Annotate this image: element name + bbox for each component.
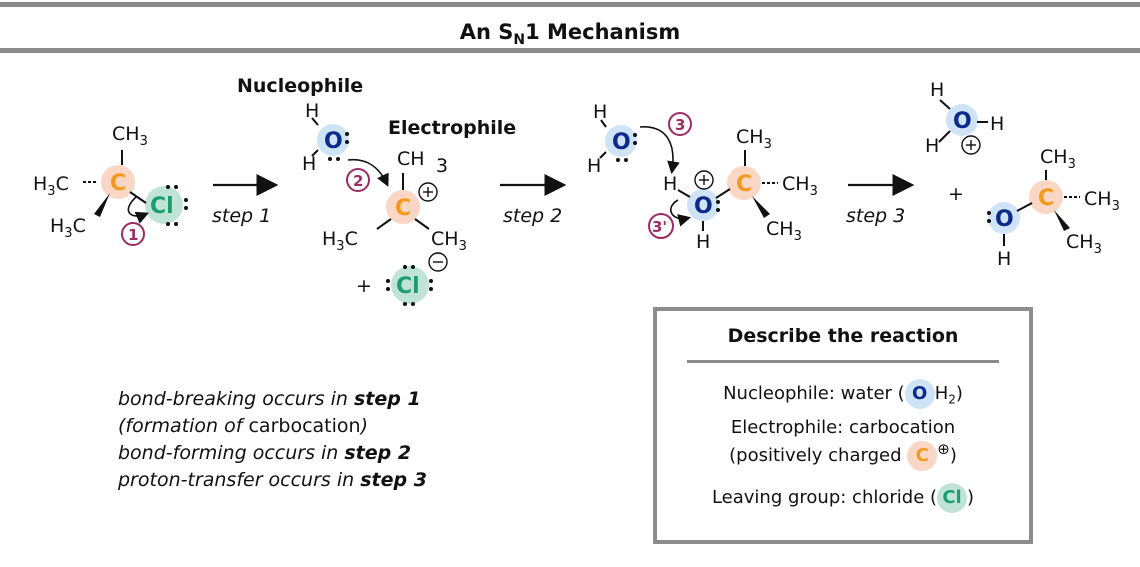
svg-text:C: C [395, 196, 411, 221]
panel-leaving-group: Leaving group: chloride (Cl) [657, 483, 1029, 513]
page-title: An SN1 Mechanism [459, 20, 681, 49]
marker-3-prime: 3' [652, 218, 667, 236]
svg-text:CH3: CH3 [782, 173, 818, 199]
panel-electrophile: Electrophile: carbocation [730, 417, 956, 438]
svg-text:C: C [736, 172, 752, 197]
svg-text:CH3: CH3 [766, 218, 802, 244]
svg-text:O: O [995, 207, 1014, 232]
svg-text:H: H [990, 113, 1004, 135]
step-3-label: step 3 [846, 205, 905, 227]
svg-text:CH3: CH3 [1040, 146, 1076, 172]
mechanism-scheme: CH3 H3C H3C C Cl 1 step 1 Nucleophile El… [33, 75, 1120, 306]
svg-text:O: O [612, 130, 631, 155]
svg-text:CH3: CH3 [736, 126, 772, 152]
describe-reaction-panel: Describe the reaction Nucleophile: water… [653, 307, 1033, 544]
header-bottom-rule [0, 48, 1140, 53]
marker-3: 3 [675, 116, 685, 134]
panel-divider [687, 360, 999, 363]
svg-text:C: C [1038, 186, 1054, 211]
marker-1: 1 [128, 226, 138, 244]
tert-butyl-chloride: CH3 H3C H3C C Cl 1 [33, 123, 188, 246]
step-2-label: step 2 [503, 205, 562, 227]
methyl-left: H3C [33, 173, 69, 199]
cation-methyl-top: CH [397, 148, 425, 170]
svg-text:H: H [930, 79, 944, 101]
note-line-4: proton-transfer occurs in step 3 [118, 469, 427, 491]
svg-text:H: H [302, 153, 316, 175]
nucleophile-label: Nucleophile [237, 75, 363, 97]
tert-butanol-product: O H CH3 CH3 CH3 C [987, 146, 1120, 270]
mechanism-notes: bond-breaking occurs in step 1 (formatio… [118, 386, 427, 494]
svg-text:O: O [694, 194, 713, 219]
svg-text:O: O [324, 129, 343, 154]
svg-text:3: 3 [436, 155, 448, 177]
carbon-atom: C [110, 171, 126, 196]
svg-text:CH3: CH3 [431, 228, 467, 254]
panel-title: Describe the reaction [727, 325, 959, 347]
svg-text:CH3: CH3 [1066, 231, 1102, 257]
svg-text:H: H [925, 135, 939, 157]
svg-text:Cl: Cl [396, 274, 420, 299]
svg-text:H: H [696, 231, 710, 253]
svg-text:+: + [356, 275, 372, 297]
hydronium-product: H H O H [925, 79, 1004, 157]
svg-text:H: H [663, 173, 677, 195]
note-line-3: bond-forming occurs in step 2 [118, 442, 412, 464]
svg-text:H: H [587, 155, 601, 177]
chlorine-atom: Cl [150, 194, 174, 219]
svg-text:CH3: CH3 [1084, 188, 1120, 214]
marker-2: 2 [353, 172, 363, 190]
svg-text:H: H [305, 100, 319, 122]
oxonium-intermediate: H O H CH3 CH3 CH3 C 3' [648, 126, 818, 253]
header-top-rule [0, 2, 1140, 7]
water-nucleophile: H H O 2 [302, 100, 389, 192]
carbocation: CH 3 H3C CH3 C [322, 148, 467, 254]
svg-text:H3C: H3C [322, 228, 358, 254]
product-plus: + [948, 183, 964, 205]
svg-text:O: O [953, 109, 972, 134]
svg-text:H: H [593, 101, 607, 123]
second-water: H H O 3 [587, 101, 692, 177]
methyl-top: CH3 [112, 123, 148, 149]
note-line-2: (formation of carbocation) [118, 415, 368, 437]
chloride-ion: + Cl [356, 252, 448, 306]
lone-pairs [166, 185, 188, 226]
electrophile-label: Electrophile [388, 117, 516, 139]
methyl-bottom: H3C [50, 215, 86, 241]
note-line-1: bond-breaking occurs in step 1 [118, 388, 421, 410]
panel-electrophile-detail: (positively charged C⊕) [657, 440, 1029, 471]
svg-text:H: H [997, 248, 1011, 270]
step-1-label: step 1 [212, 205, 271, 227]
